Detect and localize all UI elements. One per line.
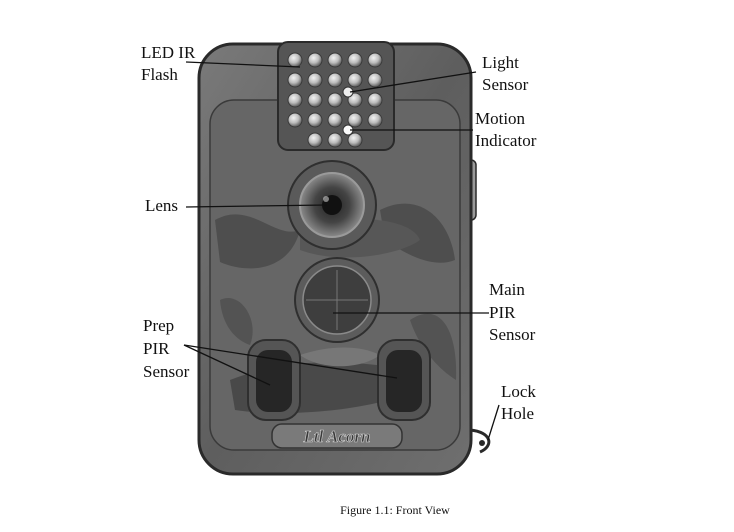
label-prep-pir-sensor: Prep PIR Sensor: [143, 316, 190, 381]
led-light: [327, 112, 343, 128]
led-light: [307, 132, 323, 148]
svg-text:Sensor: Sensor: [489, 325, 536, 344]
led-light: [307, 52, 323, 68]
label-light-sensor: Light Sensor: [482, 53, 529, 94]
svg-text:Sensor: Sensor: [482, 75, 529, 94]
svg-text:Main: Main: [489, 280, 525, 299]
led-light: [347, 132, 363, 148]
led-light: [327, 92, 343, 108]
led-light: [307, 92, 323, 108]
led-light: [347, 112, 363, 128]
svg-text:Hole: Hole: [501, 404, 534, 423]
label-lock-hole: Lock Hole: [501, 382, 536, 423]
led-light: [367, 92, 383, 108]
label-motion-indicator: Motion Indicator: [475, 109, 537, 150]
led-light: [347, 52, 363, 68]
main-pir-sensor: [294, 257, 380, 343]
led-light: [327, 52, 343, 68]
prep-pir-sensor-left: [247, 339, 301, 421]
brand-logo-text: Ltl Acorn: [303, 427, 371, 446]
brand-logo: Ltl Acorn: [271, 423, 403, 449]
led-light: [307, 72, 323, 88]
label-led-ir-flash: LED IR Flash: [141, 43, 196, 84]
svg-text:Flash: Flash: [141, 65, 178, 84]
camera-body: Ltl Acorn: [197, 41, 491, 476]
svg-text:PIR: PIR: [489, 303, 516, 322]
label-main-pir-sensor: Main PIR Sensor: [489, 280, 536, 344]
led-light: [307, 112, 323, 128]
svg-text:PIR: PIR: [143, 339, 170, 358]
prep-pir-sensor-right: [377, 339, 431, 421]
led-light: [367, 72, 383, 88]
led-light: [287, 112, 303, 128]
figure-caption: Figure 1.1: Front View: [340, 503, 450, 517]
lens: [287, 160, 377, 250]
label-lens: Lens: [145, 196, 178, 215]
svg-text:LED IR: LED IR: [141, 43, 196, 62]
svg-text:Prep: Prep: [143, 316, 174, 335]
led-light: [287, 52, 303, 68]
led-light: [367, 112, 383, 128]
led-light: [287, 92, 303, 108]
led-light: [327, 132, 343, 148]
led-light: [287, 72, 303, 88]
svg-text:Light: Light: [482, 53, 519, 72]
led-light: [367, 52, 383, 68]
svg-text:Indicator: Indicator: [475, 131, 537, 150]
led-light: [327, 72, 343, 88]
lock-hole: [469, 428, 491, 454]
led-ir-array: [287, 52, 383, 148]
svg-text:Sensor: Sensor: [143, 362, 190, 381]
svg-text:Lock: Lock: [501, 382, 536, 401]
svg-text:Motion: Motion: [475, 109, 526, 128]
led-light: [347, 72, 363, 88]
led-light: [347, 92, 363, 108]
svg-text:Lens: Lens: [145, 196, 178, 215]
leader-lines: [183, 61, 500, 441]
